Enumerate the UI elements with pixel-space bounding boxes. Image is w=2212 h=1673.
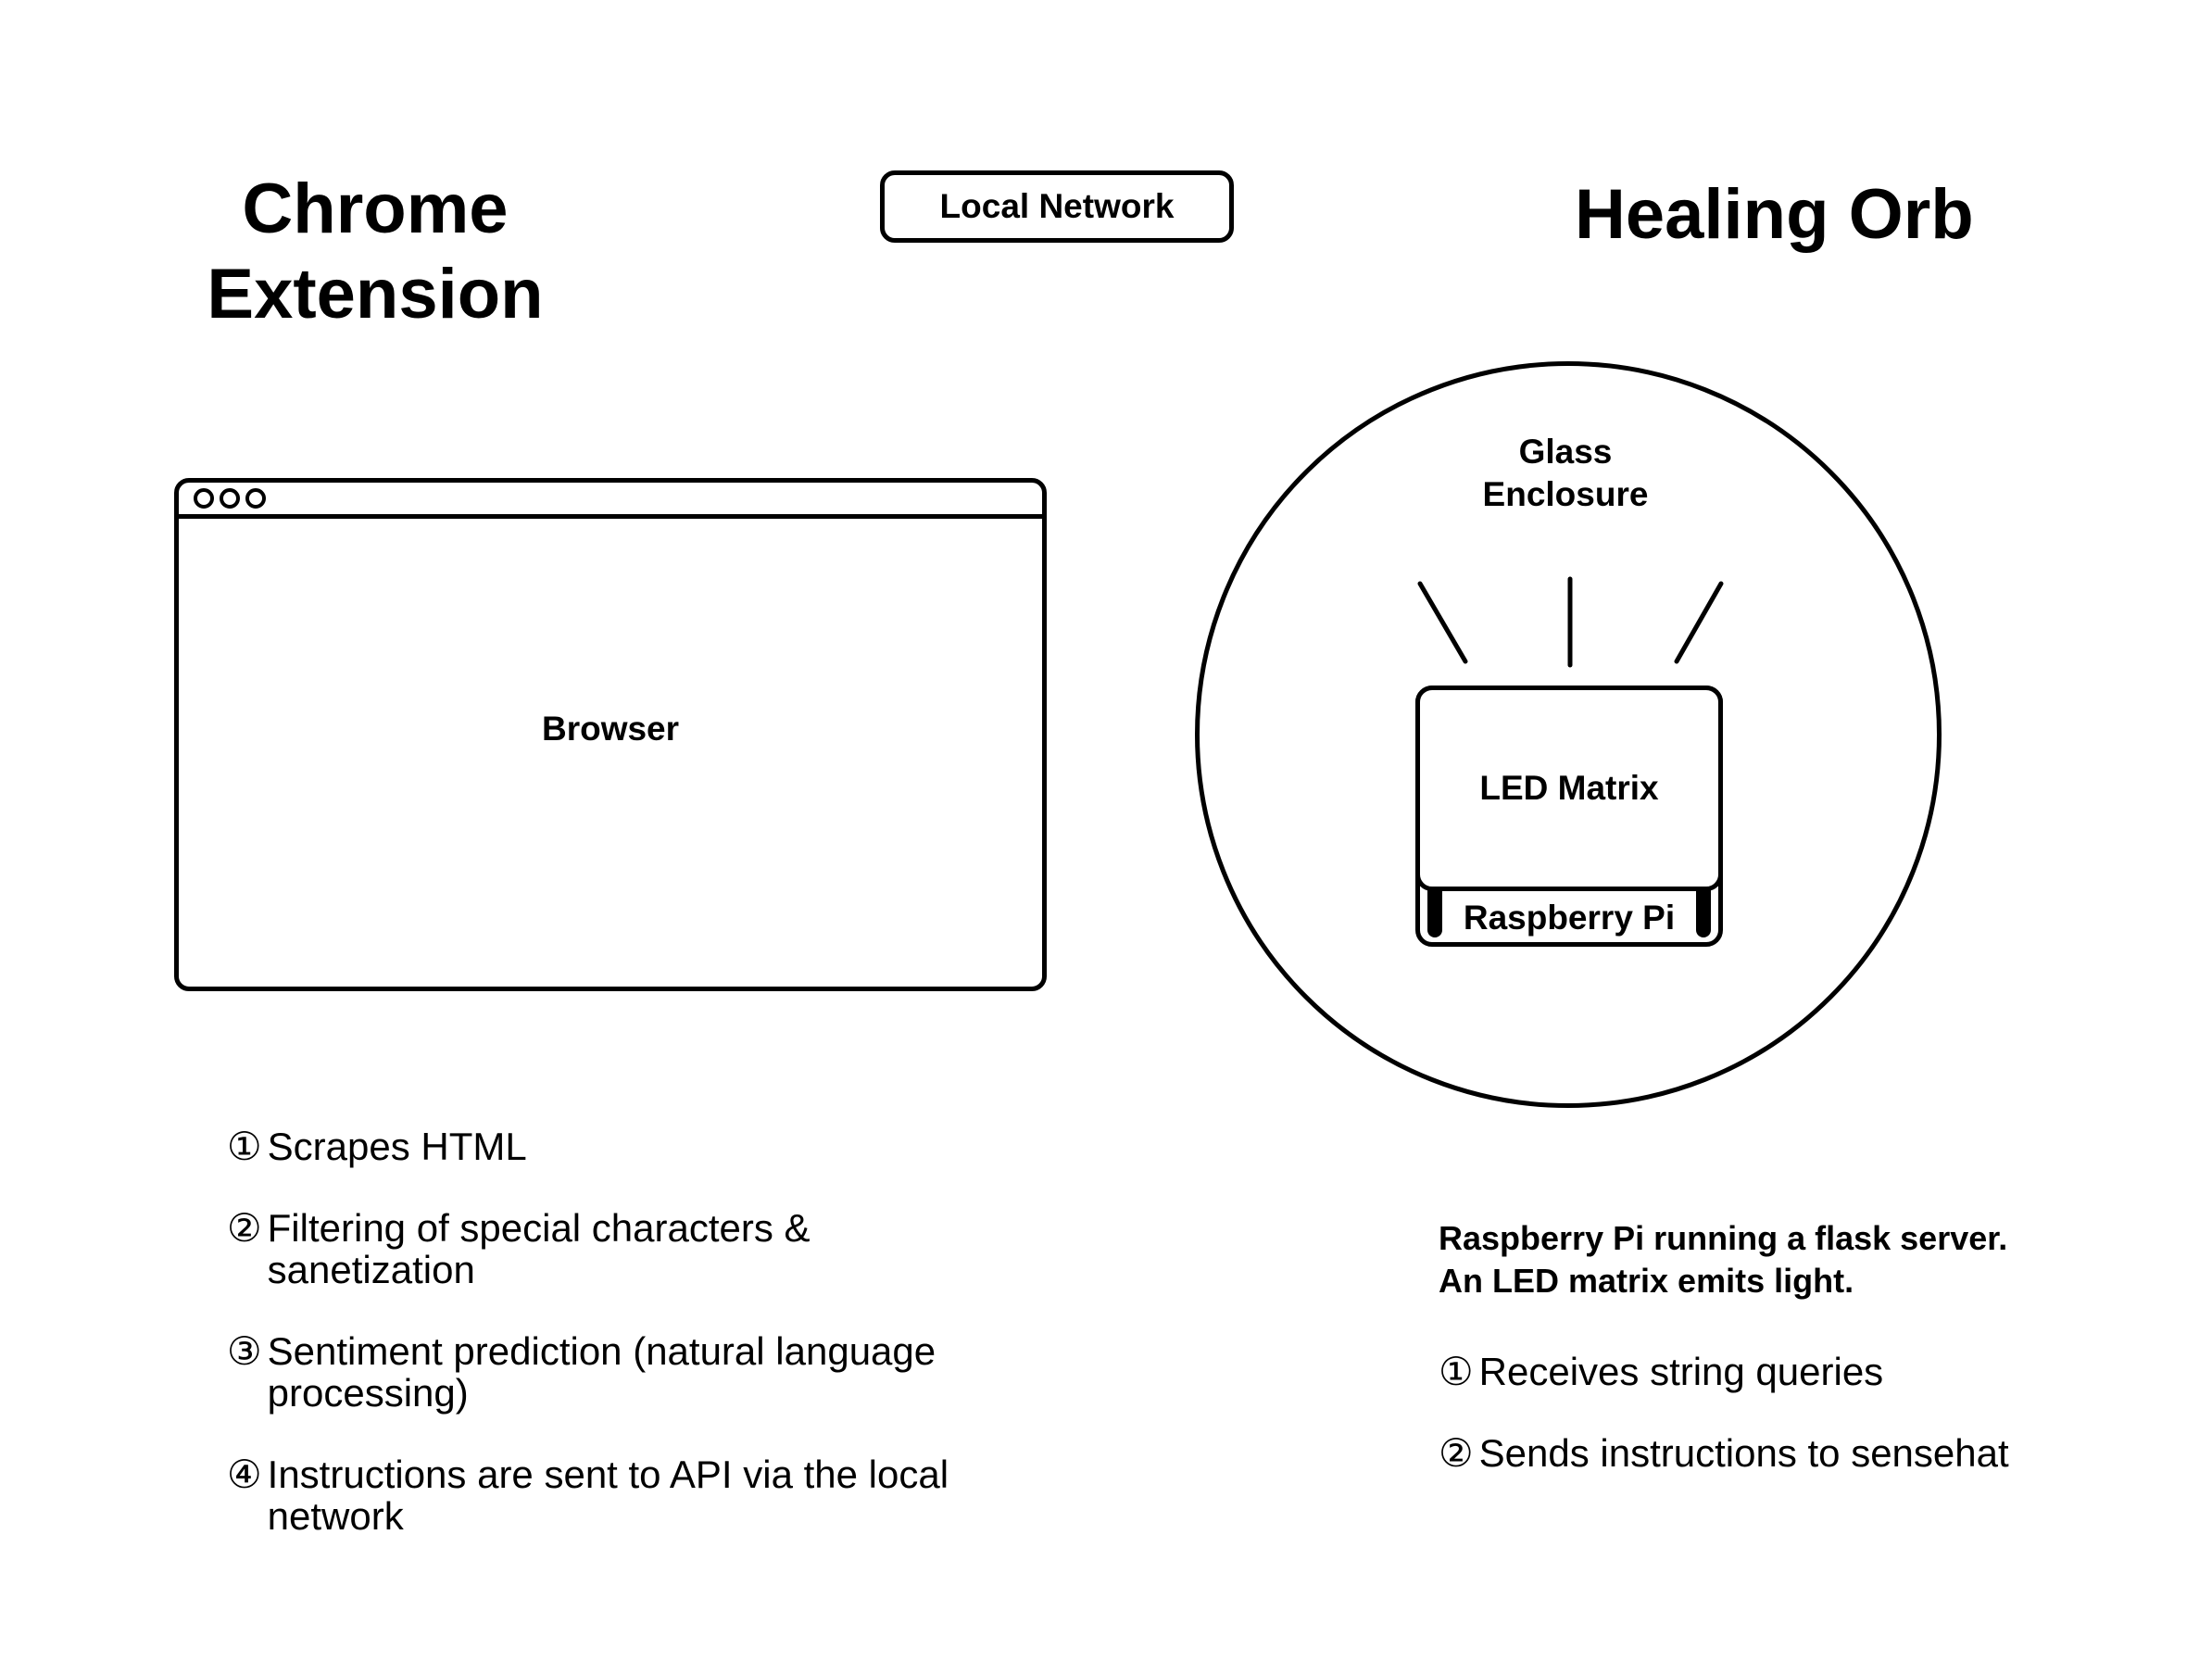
board-pin-left — [1427, 889, 1442, 937]
step-text: Receives string queries — [1478, 1350, 1884, 1393]
list-item: ② Filtering of special characters & sane… — [227, 1207, 949, 1290]
glass-label-line-2: Enclosure — [1482, 475, 1649, 513]
glass-label-line-1: Glass — [1518, 433, 1613, 471]
step-text: Filtering of special characters & saneti… — [267, 1206, 811, 1291]
list-item: ② Sends instructions to sensehat — [1439, 1432, 2087, 1474]
step-number: ④ — [227, 1453, 262, 1496]
window-dot-icon — [245, 488, 266, 509]
step-number: ② — [1439, 1431, 1474, 1475]
window-dot-icon — [194, 488, 214, 509]
light-ray-left — [1417, 581, 1468, 664]
browser-label: Browser — [541, 710, 680, 748]
step-text: Sentiment prediction (natural language p… — [267, 1329, 936, 1415]
list-item: ④ Instructions are sent to API via the l… — [227, 1453, 949, 1537]
orb-description: Raspberry Pi running a flask server. An … — [1439, 1217, 2105, 1302]
step-number: ③ — [227, 1329, 262, 1373]
light-ray-right — [1674, 581, 1724, 664]
light-rays-icon — [1417, 576, 1724, 668]
glass-orb — [1195, 361, 1942, 1108]
led-matrix: LED Matrix — [1415, 686, 1723, 891]
step-number: ① — [1439, 1350, 1474, 1393]
title-line-1: Chrome — [242, 170, 509, 248]
list-item: ① Receives string queries — [1439, 1351, 2087, 1392]
raspberry-pi-board: LED Matrix Raspberry Pi — [1415, 686, 1723, 947]
step-text: Sends instructions to sensehat — [1478, 1431, 2009, 1475]
chrome-extension-title: Chrome Extension — [139, 167, 611, 337]
orb-steps: ① Receives string queries ② Sends instru… — [1439, 1351, 2087, 1514]
healing-orb-title: Healing Orb — [1575, 175, 1974, 254]
browser-title-bar — [179, 483, 1042, 519]
step-text: Instructions are sent to API via the loc… — [267, 1453, 949, 1538]
list-item: ① Scrapes HTML — [227, 1126, 949, 1167]
local-network-label: Local Network — [880, 170, 1234, 243]
description-line-1: Raspberry Pi running a flask server. — [1439, 1219, 2008, 1257]
step-text: Scrapes HTML — [267, 1125, 527, 1168]
description-line-2: An LED matrix emits light. — [1439, 1262, 1854, 1300]
window-dot-icon — [220, 488, 240, 509]
extension-steps: ① Scrapes HTML ② Filtering of special ch… — [227, 1126, 949, 1577]
list-item: ③ Sentiment prediction (natural language… — [227, 1330, 949, 1414]
board-pin-right — [1696, 889, 1711, 937]
title-line-2: Extension — [207, 255, 544, 333]
glass-enclosure-label: Glass Enclosure — [1380, 431, 1751, 516]
step-number: ① — [227, 1125, 262, 1168]
step-number: ② — [227, 1206, 262, 1250]
raspberry-pi-label: Raspberry Pi — [1463, 899, 1676, 937]
browser-window: Browser — [174, 478, 1047, 991]
